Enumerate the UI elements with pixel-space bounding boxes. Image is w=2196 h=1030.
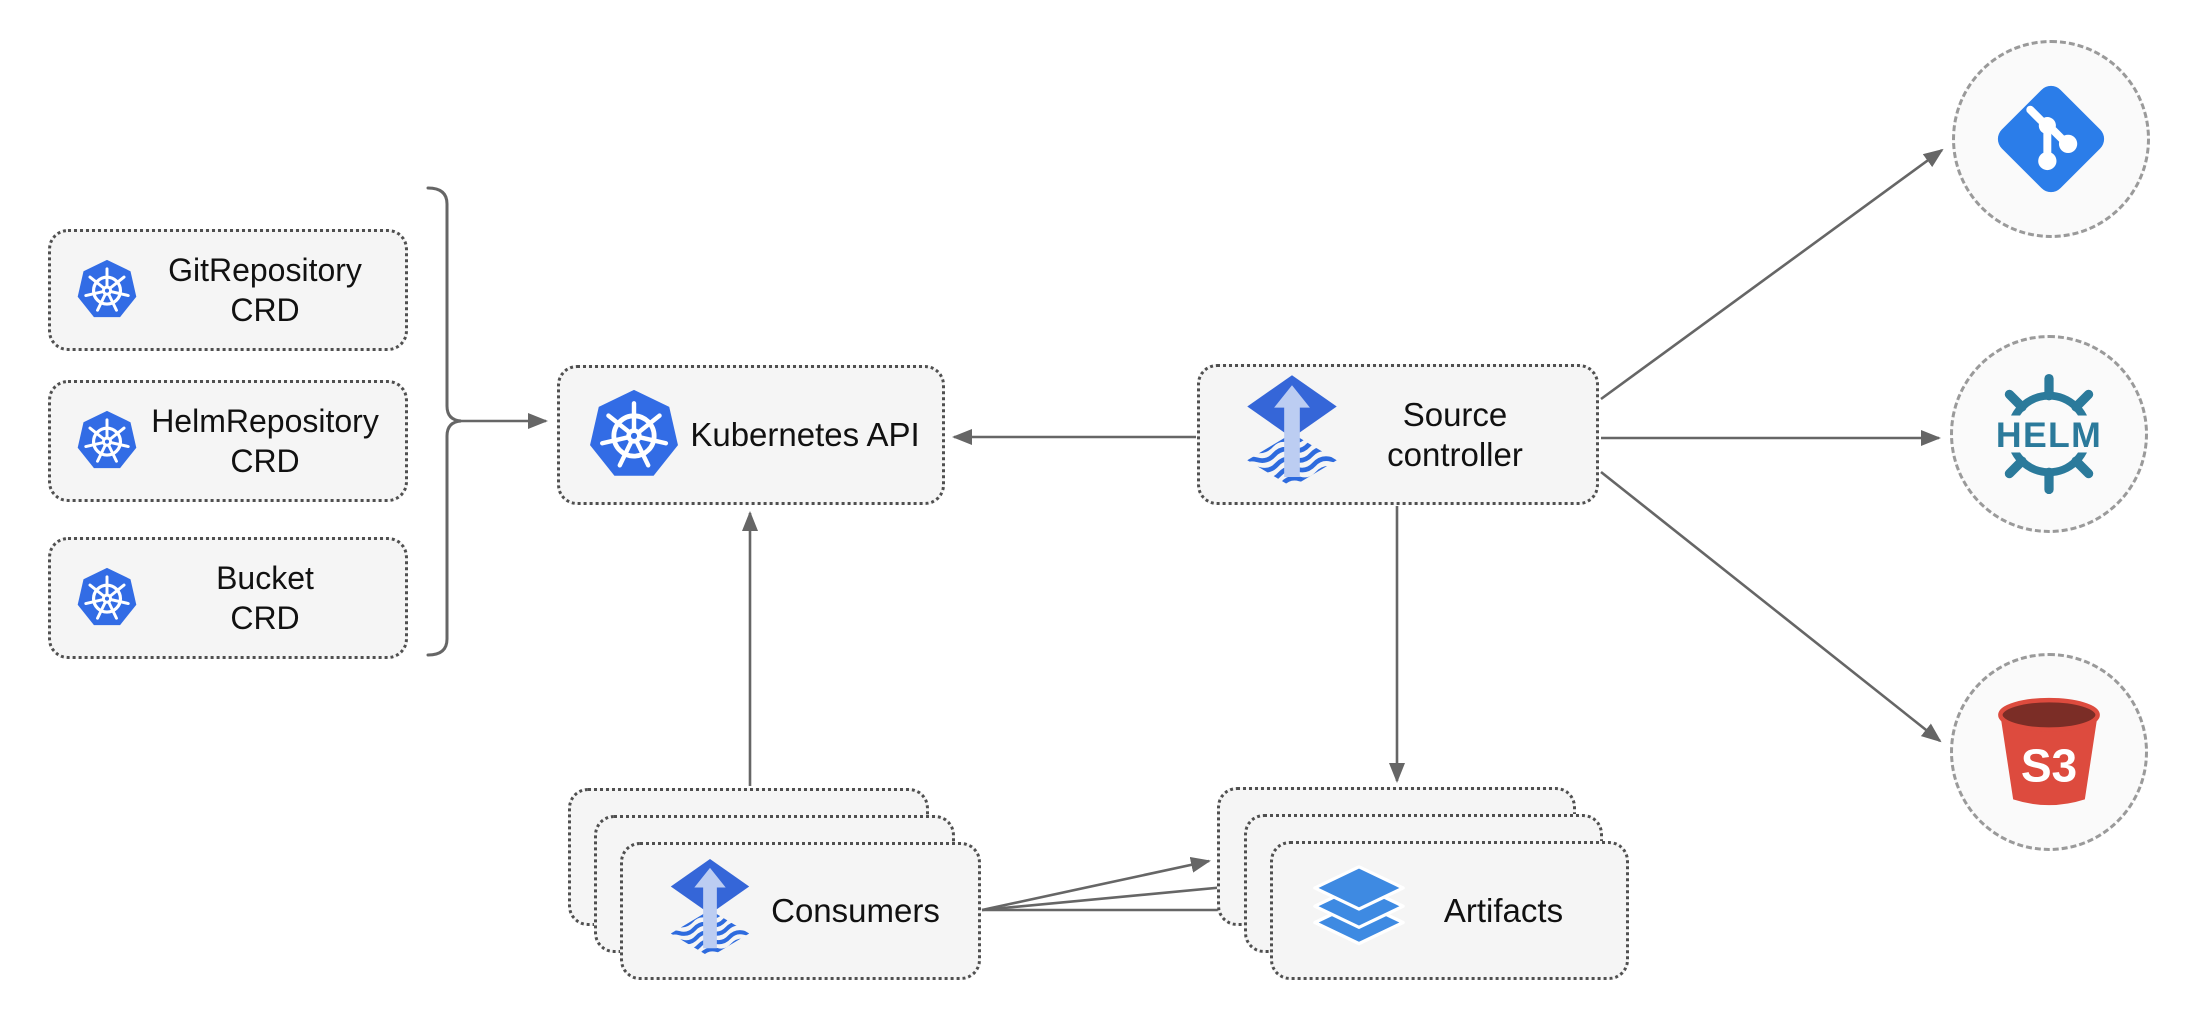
external-s3: S3 [1950,653,2148,851]
node-kubernetes-api: Kubernetes API [557,365,945,505]
node-label: Source controller [1348,395,1576,475]
git-icon [1990,78,2112,200]
node-label: HelmRepository CRD [139,401,405,481]
gitrepository-crd-line2: CRD [230,292,300,328]
external-helm: HELM [1950,335,2148,533]
kubernetes-icon [586,387,682,483]
bucket-crd-line1: Bucket [216,560,314,596]
flux-icon [661,857,759,965]
kubernetes-icon [75,409,139,473]
external-git [1952,40,2150,238]
helm-label: HELM [1996,415,2102,455]
layers-icon [1311,863,1407,959]
consumers-label: Consumers [771,892,940,929]
artifacts-label: Artifacts [1443,891,1564,929]
node-label: GitRepository CRD [139,250,405,330]
node-label: Bucket CRD [139,558,405,638]
node-artifacts: Artifacts [1270,841,1629,980]
kubernetes-api-label: Kubernetes API [690,416,920,453]
flux-icon [1236,375,1348,495]
bucket-crd-line2: CRD [230,600,300,636]
node-helmrepository-crd: HelmRepository CRD [48,380,408,502]
gitrepository-crd-line1: GitRepository [168,252,362,288]
s3-label: S3 [2021,739,2077,791]
kubernetes-icon [75,566,139,630]
source-controller-line1: Source [1402,395,1508,433]
artifacts-stack: Artifacts [1217,787,1629,980]
kubernetes-icon [75,258,139,322]
node-bucket-crd: Bucket CRD [48,537,408,659]
consumers-stack: Consumers [568,788,982,981]
helm-wheel-icon: HELM [1990,373,2108,495]
node-source-controller: Source controller [1197,364,1599,505]
source-controller-line2: controller [1387,435,1523,473]
helmrepository-crd-line1: HelmRepository [151,403,379,439]
s3-bucket-icon: S3 [1998,697,2100,806]
crd-group-bracket [426,186,462,657]
node-gitrepository-crd: GitRepository CRD [48,229,408,351]
node-consumers: Consumers [620,842,981,980]
helmrepository-crd-line2: CRD [230,443,300,479]
